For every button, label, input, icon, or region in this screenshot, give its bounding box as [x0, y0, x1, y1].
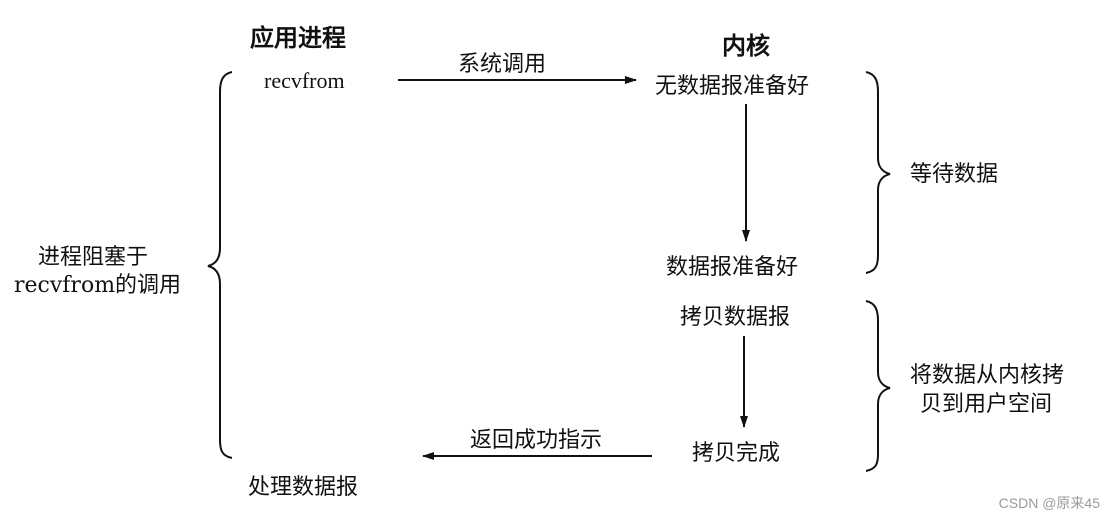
blocked-label-line1: 进程阻塞于 [38, 245, 149, 270]
return-success-label: 返回成功指示 [470, 428, 603, 453]
wait-for-data-label: 等待数据 [910, 162, 999, 187]
copy-complete-label: 拷贝完成 [692, 441, 781, 466]
datagram-ready-label: 数据报准备好 [666, 255, 799, 280]
copy-phase-label-line1: 将数据从内核拷 [910, 363, 1065, 388]
blocked-brace [207, 71, 233, 459]
csdn-watermark: CSDN @原来45 [998, 495, 1100, 511]
copy-phase-label-line2: 贝到用户空间 [920, 392, 1053, 417]
wait-brace [865, 71, 891, 274]
copy-brace [865, 300, 891, 472]
app-process-header: 应用进程 [250, 23, 346, 52]
kernel-header: 内核 [722, 31, 770, 60]
no-datagram-ready-label: 无数据报准备好 [655, 74, 810, 99]
blocked-label-line2: recvfrom的调用 [14, 273, 182, 298]
process-datagram-label: 处理数据报 [248, 475, 359, 500]
recvfrom-label: recvfrom [264, 68, 345, 93]
system-call-label: 系统调用 [458, 52, 547, 77]
copy-datagram-label: 拷贝数据报 [680, 305, 791, 330]
